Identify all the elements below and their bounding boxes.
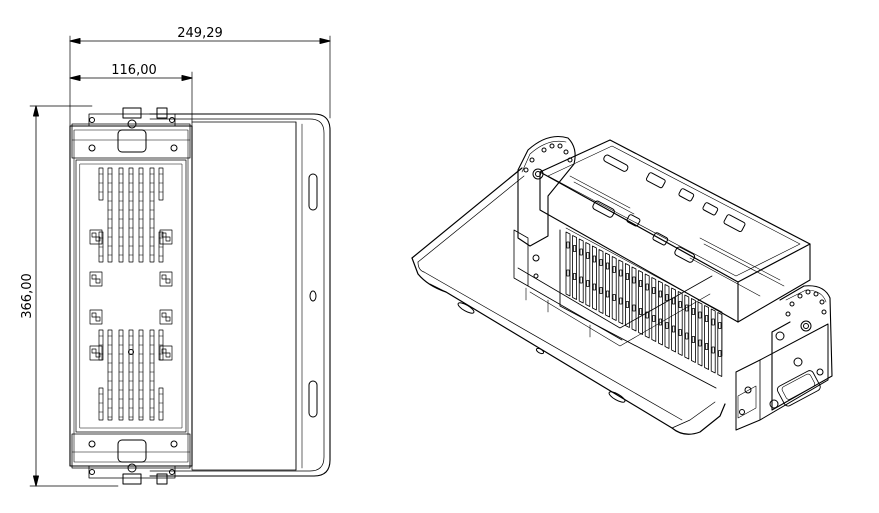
dimension-body-width: 116,00 xyxy=(69,63,193,123)
dimension-label-height: 366,00 xyxy=(20,273,35,319)
isometric-view xyxy=(411,135,833,435)
dimension-overall-width: 249,29 xyxy=(69,26,331,129)
front-view xyxy=(69,107,331,485)
dimension-height: 366,00 xyxy=(20,105,119,487)
dimension-label-body-width: 116,00 xyxy=(111,63,157,78)
dimension-label-overall-width: 249,29 xyxy=(177,26,223,41)
